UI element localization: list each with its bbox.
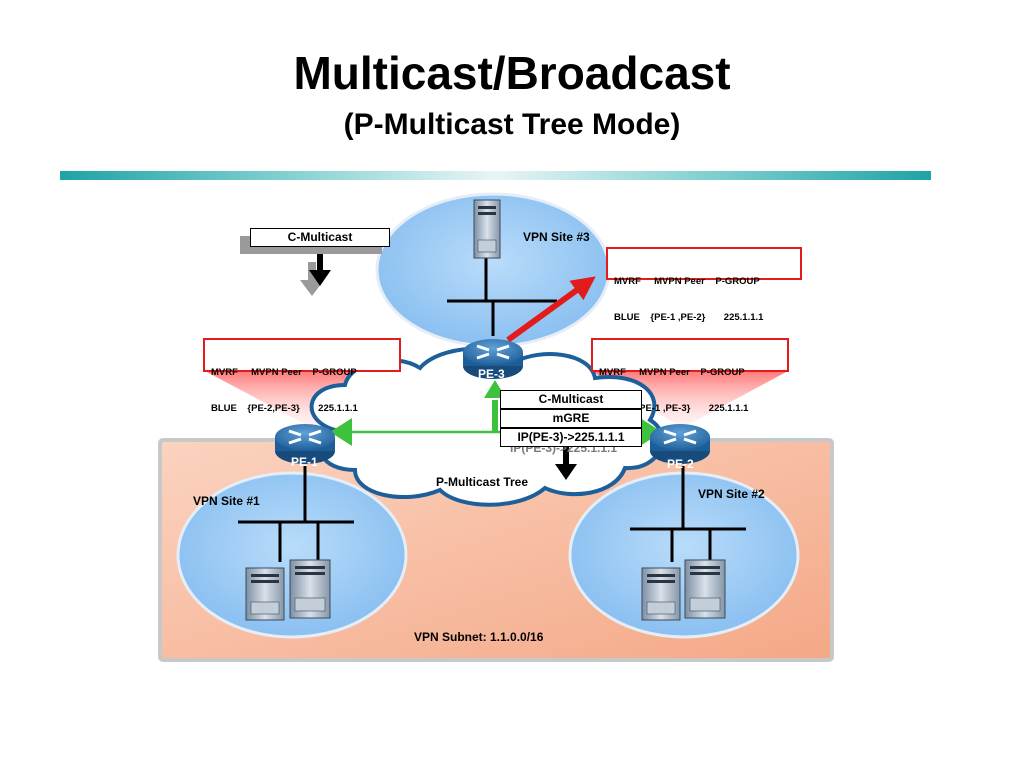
- server-site2-a: [641, 567, 681, 621]
- packet-top-c-multicast: C-Multicast: [250, 228, 390, 247]
- cloud-label: P-Multicast Tree: [436, 475, 529, 489]
- router-pe1: [275, 424, 335, 464]
- mvrf-table-row: BLUE {PE-1 ,PE-2} 225.1.1.1: [614, 312, 764, 323]
- router-label-pe3: PE-3: [478, 367, 505, 381]
- server-site1-b: [289, 559, 331, 619]
- server-site1-a: [245, 567, 285, 621]
- router-pe2: [650, 424, 710, 464]
- mvrf-table-row: BLUE {PE-2,PE-3} 225.1.1.1: [211, 403, 358, 414]
- site2-label: VPN Site #2: [698, 487, 765, 501]
- router-label-pe1: PE-1: [291, 455, 318, 469]
- page-subtitle: (P-Multicast Tree Mode): [343, 108, 681, 141]
- mvrf-table-pe1: MVRF MVPN Peer P-GROUP BLUE {PE-2,PE-3} …: [203, 338, 401, 414]
- subnet-label: VPN Subnet: 1.1.0.0/16: [414, 630, 544, 644]
- mvrf-table-header: MVRF MVPN Peer P-GROUP: [599, 367, 745, 378]
- mvrf-table-header: MVRF MVPN Peer P-GROUP: [614, 276, 760, 287]
- site3-label: VPN Site #3: [523, 230, 590, 244]
- mvrf-table-pe2: MVRF MVPN Peer P-GROUP BLUE {PE-1 ,PE-3}…: [591, 338, 789, 414]
- down-arrow-mid: [555, 443, 577, 480]
- tree-arrow-pe1: [330, 418, 352, 446]
- server-site2-b: [684, 559, 726, 619]
- mvrf-table-header: MVRF MVPN Peer P-GROUP: [211, 367, 357, 378]
- router-label-pe2: PE-2: [667, 457, 694, 471]
- packet-c-multicast: C-Multicast: [500, 390, 642, 409]
- page-title: Multicast/Broadcast: [293, 47, 731, 99]
- site1-ellipse: [176, 471, 408, 639]
- title-divider: [60, 171, 931, 180]
- down-arrow-top: [309, 246, 331, 286]
- packet-mgre: mGRE: [500, 409, 642, 428]
- ghost-arrow-top: [300, 262, 324, 296]
- server-site3: [473, 199, 501, 259]
- red-arrow: [506, 276, 596, 343]
- site1-label: VPN Site #1: [193, 494, 260, 508]
- mvrf-table-pe3: MVRF MVPN Peer P-GROUP BLUE {PE-1 ,PE-2}…: [606, 247, 802, 323]
- packet-ip-header: IP(PE-3)->225.1.1.1: [500, 428, 642, 447]
- tree-arrow-pe2: [640, 418, 662, 446]
- router-pe3: [463, 339, 523, 379]
